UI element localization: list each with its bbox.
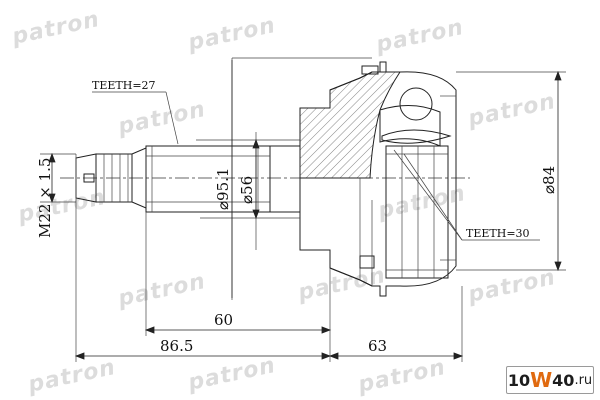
- watermark-text: patron: [185, 353, 278, 396]
- outer-housing: [270, 61, 457, 297]
- watermark-layer: patron patron patron patron patron patro…: [9, 7, 558, 398]
- dim-84: ⌀84: [540, 166, 558, 194]
- dim-86-5: 86.5: [160, 337, 193, 355]
- teeth-27-label: TEETH=27: [92, 79, 156, 92]
- watermark-text: patron: [115, 269, 208, 312]
- logo-part: 10: [507, 370, 531, 390]
- watermark-text: patron: [9, 7, 102, 50]
- dim-60: 60: [214, 311, 233, 329]
- watermark-text: patron: [355, 355, 448, 398]
- watermark-text: patron: [373, 15, 466, 58]
- watermark-text: patron: [465, 265, 558, 308]
- inner-race: [379, 87, 456, 279]
- dim-95: ⌀95.1: [214, 168, 232, 210]
- watermark-text: patron: [295, 263, 388, 306]
- watermark-text: patron: [25, 355, 118, 398]
- logo-part: .ru: [574, 372, 593, 388]
- watermark-text: patron: [115, 97, 208, 140]
- teeth-30-label: TEETH=30: [466, 227, 530, 240]
- ball-upper: [399, 87, 433, 121]
- logo-part: W: [530, 368, 553, 392]
- dim-63: 63: [368, 337, 387, 355]
- dim-56: ⌀56: [238, 176, 256, 204]
- leader-lines: [92, 91, 540, 241]
- dimension-lines: [48, 60, 562, 360]
- logo-part: 40: [552, 370, 575, 390]
- watermark-text: patron: [15, 185, 108, 228]
- watermark-text: patron: [465, 89, 558, 132]
- dim-thread: M22 × 1.5: [36, 158, 54, 238]
- splined-shaft: [145, 145, 271, 213]
- watermark-text: patron: [185, 13, 278, 56]
- watermark-text: patron: [375, 181, 468, 224]
